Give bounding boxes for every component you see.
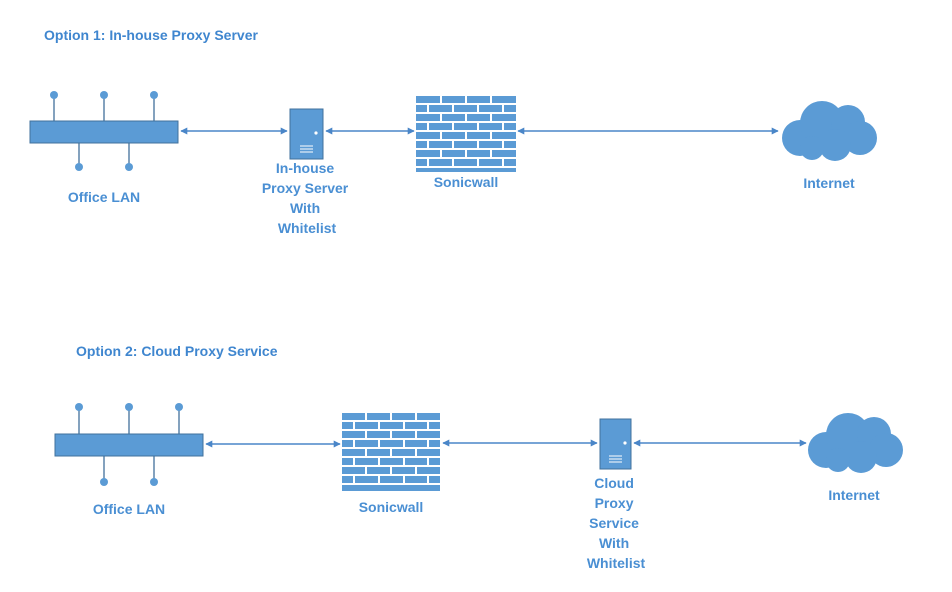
- cloud-icon: [808, 413, 903, 473]
- option1-lan-label: Office LAN: [68, 189, 140, 205]
- office-lan-hub-icon: [54, 403, 204, 486]
- brick-firewall-icon: [416, 96, 516, 172]
- server-tower-icon: [599, 418, 632, 470]
- option2-internet-label: Internet: [828, 487, 880, 503]
- option2-lan-label: Office LAN: [93, 501, 165, 517]
- option1-internet-label: Internet: [803, 175, 855, 191]
- brick-firewall-icon: [342, 413, 440, 491]
- option2-title: Option 2: Cloud Proxy Service: [76, 343, 278, 359]
- server-tower-icon: [289, 108, 324, 160]
- office-lan-hub-icon: [29, 91, 179, 171]
- option1-firewall-label: Sonicwall: [434, 174, 499, 190]
- option1-proxy-label: In-house Proxy Server With Whitelist: [262, 160, 352, 236]
- option1-title: Option 1: In-house Proxy Server: [44, 27, 258, 43]
- option2-firewall-label: Sonicwall: [359, 499, 424, 515]
- option2-proxy-label: Cloud Proxy Service With Whitelist: [587, 475, 646, 571]
- cloud-icon: [782, 101, 877, 161]
